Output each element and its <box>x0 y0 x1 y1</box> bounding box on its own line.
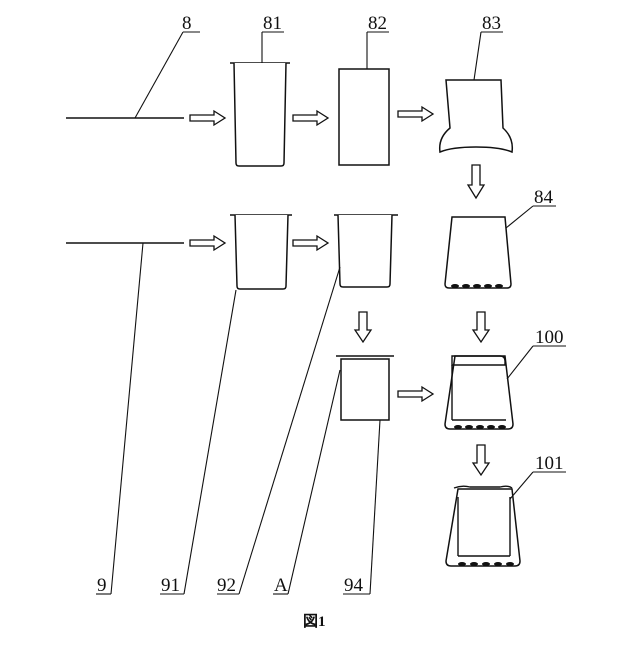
arrow-82-to-83 <box>398 107 433 121</box>
container-84 <box>445 217 511 288</box>
container-81 <box>230 63 290 166</box>
arrow-8-to-81 <box>190 111 225 125</box>
label-81: 81 <box>263 13 282 34</box>
container-82 <box>339 69 389 165</box>
arrow-84-to-100 <box>473 312 489 342</box>
label-100: 100 <box>535 327 564 348</box>
label-8: 8 <box>182 13 192 34</box>
container-101 <box>446 486 520 566</box>
label-A: A <box>274 575 288 596</box>
arrow-83-to-84 <box>468 165 484 198</box>
arrow-100-to-101 <box>473 445 489 475</box>
arrow-81-to-82 <box>293 111 328 125</box>
label-101: 101 <box>535 453 564 474</box>
arrow-91-to-92 <box>293 236 328 250</box>
label-84: 84 <box>534 187 554 208</box>
arrow-A-to-100 <box>398 387 433 401</box>
label-92: 92 <box>217 575 236 596</box>
label-9: 9 <box>97 575 107 596</box>
label-83: 83 <box>482 13 501 34</box>
container-A <box>336 356 394 420</box>
container-91 <box>230 215 292 289</box>
container-92 <box>334 215 398 287</box>
figure-caption: 図1 <box>303 613 326 630</box>
container-83 <box>440 80 513 152</box>
arrow-9-to-91 <box>190 236 225 250</box>
label-82: 82 <box>368 13 387 34</box>
container-100 <box>445 356 513 429</box>
arrow-92-to-A <box>355 312 371 342</box>
label-91: 91 <box>161 575 180 596</box>
label-94: 94 <box>344 575 364 596</box>
